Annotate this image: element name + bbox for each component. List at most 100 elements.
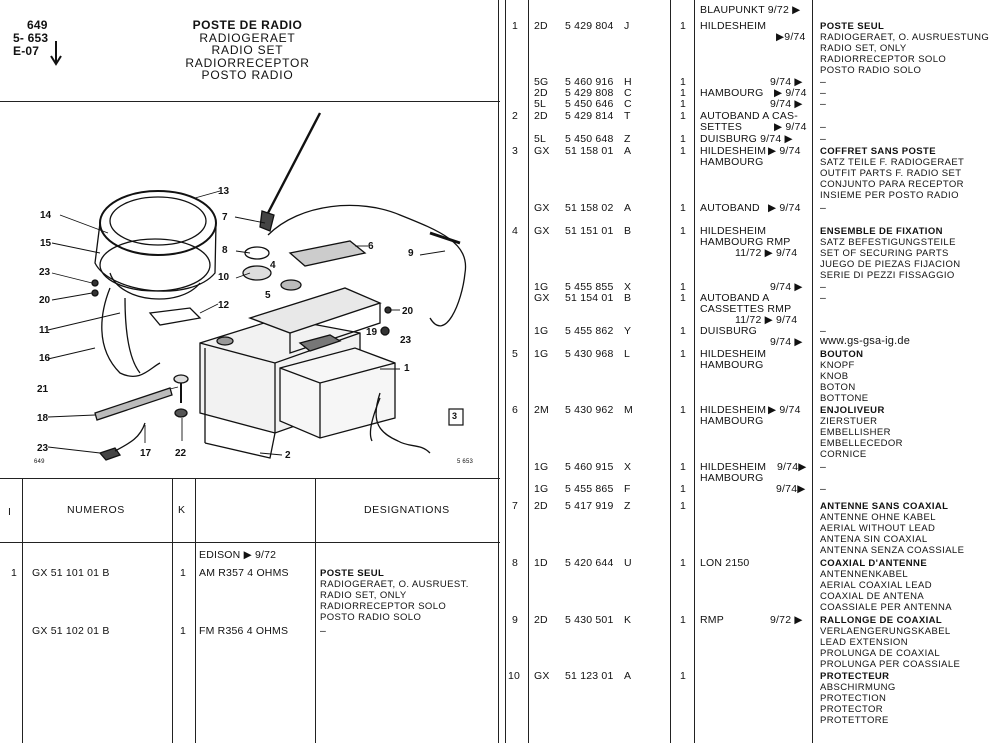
col-line bbox=[172, 478, 174, 743]
part-number-cell: 51 123 01 bbox=[565, 670, 614, 682]
date-cell: ▶ 9/74 bbox=[768, 202, 801, 214]
index-cell: 1 bbox=[11, 567, 18, 579]
designation-cell: POSTE SEUL RADIOGERAET, O. AUSRUEST. RAD… bbox=[320, 568, 469, 623]
qty-cell: 1 bbox=[680, 461, 687, 473]
ref-cell: 2D bbox=[534, 20, 548, 32]
qty-cell: 1 bbox=[680, 557, 687, 569]
suffix-cell: Y bbox=[624, 325, 632, 337]
designation-cell: – bbox=[820, 483, 827, 495]
qty-cell: 1 bbox=[680, 225, 687, 237]
callout-22: 22 bbox=[175, 448, 187, 459]
suffix-cell: A bbox=[624, 202, 632, 214]
group-code: E-07 bbox=[13, 44, 40, 58]
part-number-cell: 5 420 644 bbox=[565, 557, 614, 569]
suffix-cell: B bbox=[624, 225, 632, 237]
suffix-cell: L bbox=[624, 348, 631, 360]
col-line bbox=[812, 0, 814, 743]
figure-code-right: 5 653 bbox=[457, 459, 474, 465]
designation-cell: – bbox=[820, 461, 827, 473]
ref-cell: 2M bbox=[534, 404, 549, 416]
down-arrow-icon bbox=[50, 41, 62, 66]
designation-cell: ENJOLIVEUR ZIERSTUER EMBELLISHER EMBELLE… bbox=[820, 405, 903, 460]
callout-18: 18 bbox=[37, 413, 49, 424]
col-line bbox=[694, 0, 696, 743]
suffix-cell: X bbox=[624, 461, 632, 473]
ref-cell: 1G bbox=[534, 325, 549, 337]
designation-cell: – bbox=[320, 625, 327, 637]
part-number-cell: 51 154 01 bbox=[565, 292, 614, 304]
qty-cell: 1 bbox=[180, 567, 187, 579]
ref-cell: 2D bbox=[534, 500, 548, 512]
callout-12: 12 bbox=[218, 300, 230, 311]
index-cell: 4 bbox=[512, 225, 519, 237]
model-cell: HAMBOURG bbox=[700, 415, 764, 427]
qty-cell: 1 bbox=[680, 281, 687, 293]
designation-cell: – bbox=[820, 281, 827, 293]
col-header-i: I bbox=[8, 506, 12, 518]
designation-cell: ENSEMBLE DE FIXATION SATZ BEFESTIGUNGSTE… bbox=[820, 226, 961, 281]
index-cell: 9 bbox=[512, 614, 519, 626]
suffix-cell: A bbox=[624, 670, 632, 682]
qty-cell: 1 bbox=[680, 87, 687, 99]
col-header-numeros: NUMEROS bbox=[67, 504, 125, 516]
model-cell: LON 2150 bbox=[700, 557, 750, 569]
model-cell: HAMBOURG bbox=[700, 87, 764, 99]
callout-10: 10 bbox=[218, 272, 230, 283]
divider bbox=[0, 101, 500, 103]
qty-cell: 1 bbox=[680, 202, 687, 214]
part-number-cell: 5 429 814 bbox=[565, 110, 614, 122]
callout-2: 2 bbox=[285, 450, 291, 461]
ref-cell: 1G bbox=[534, 281, 549, 293]
model-cell: DUISBURG 9/74 ▶ bbox=[700, 133, 793, 145]
part-number-cell: 5 455 855 bbox=[565, 281, 614, 293]
designation-cell: – bbox=[820, 325, 827, 337]
designation-cell: ANTENNE SANS COAXIAL ANTENNE OHNE KABEL … bbox=[820, 501, 965, 556]
date-cell: 11/72 ▶ 9/74 bbox=[735, 314, 798, 326]
part-number-cell: 5 417 919 bbox=[565, 500, 614, 512]
callout-14: 14 bbox=[40, 210, 52, 221]
callout-9: 9 bbox=[408, 248, 414, 259]
callout-6: 6 bbox=[368, 241, 374, 252]
callout-20: 20 bbox=[39, 295, 51, 306]
col-line bbox=[195, 478, 197, 743]
date-cell: ▶ 9/74 bbox=[768, 145, 801, 157]
ref-cell: 2D bbox=[534, 614, 548, 626]
callout-21: 21 bbox=[37, 384, 49, 395]
callout-23b: 23 bbox=[400, 335, 412, 346]
date-cell: 9/74▶ bbox=[777, 461, 807, 473]
designation-cell: – bbox=[820, 121, 827, 133]
date-cell: 9/74 ▶ bbox=[770, 336, 803, 348]
website-watermark: www.gs-gsa-ig.de bbox=[820, 335, 911, 347]
suffix-cell: C bbox=[624, 98, 632, 110]
page-title: POSTE DE RADIO RADIOGERAET RADIO SET RAD… bbox=[185, 18, 310, 82]
index-cell: 6 bbox=[512, 404, 519, 416]
designation-cell: – bbox=[820, 292, 827, 304]
callout-20b: 20 bbox=[402, 306, 414, 317]
ref-cell: 1G bbox=[534, 348, 549, 360]
index-cell: 8 bbox=[512, 557, 519, 569]
qty-cell: 1 bbox=[680, 348, 687, 360]
page-code: 649 bbox=[27, 18, 48, 32]
designation-cell: COAXIAL D'ANTENNE ANTENNENKABEL AERIAL C… bbox=[820, 558, 952, 613]
model-cell: DUISBURG bbox=[700, 325, 758, 337]
suffix-cell: B bbox=[624, 292, 632, 304]
model-cell: SETTES bbox=[700, 121, 743, 133]
ref-cell: GX bbox=[534, 225, 550, 237]
date-cell: 9/74 ▶ bbox=[770, 76, 803, 88]
qty-cell: 1 bbox=[680, 325, 687, 337]
qty-cell: 1 bbox=[680, 483, 687, 495]
suffix-cell: J bbox=[624, 20, 630, 32]
model-cell: HILDESHEIM bbox=[700, 461, 767, 473]
callout-23: 23 bbox=[39, 267, 51, 278]
callout-17: 17 bbox=[140, 448, 152, 459]
callout-19: 19 bbox=[366, 327, 378, 338]
suffix-cell: H bbox=[624, 76, 632, 88]
qty-cell: 1 bbox=[680, 670, 687, 682]
qty-cell: 1 bbox=[680, 98, 687, 110]
qty-cell: 1 bbox=[680, 404, 687, 416]
index-cell: 2 bbox=[512, 110, 519, 122]
model-cell: EDISON ▶ 9/72 bbox=[199, 549, 277, 561]
divider bbox=[0, 478, 500, 480]
callout-8: 8 bbox=[222, 245, 228, 256]
callout-15: 15 bbox=[40, 238, 52, 249]
